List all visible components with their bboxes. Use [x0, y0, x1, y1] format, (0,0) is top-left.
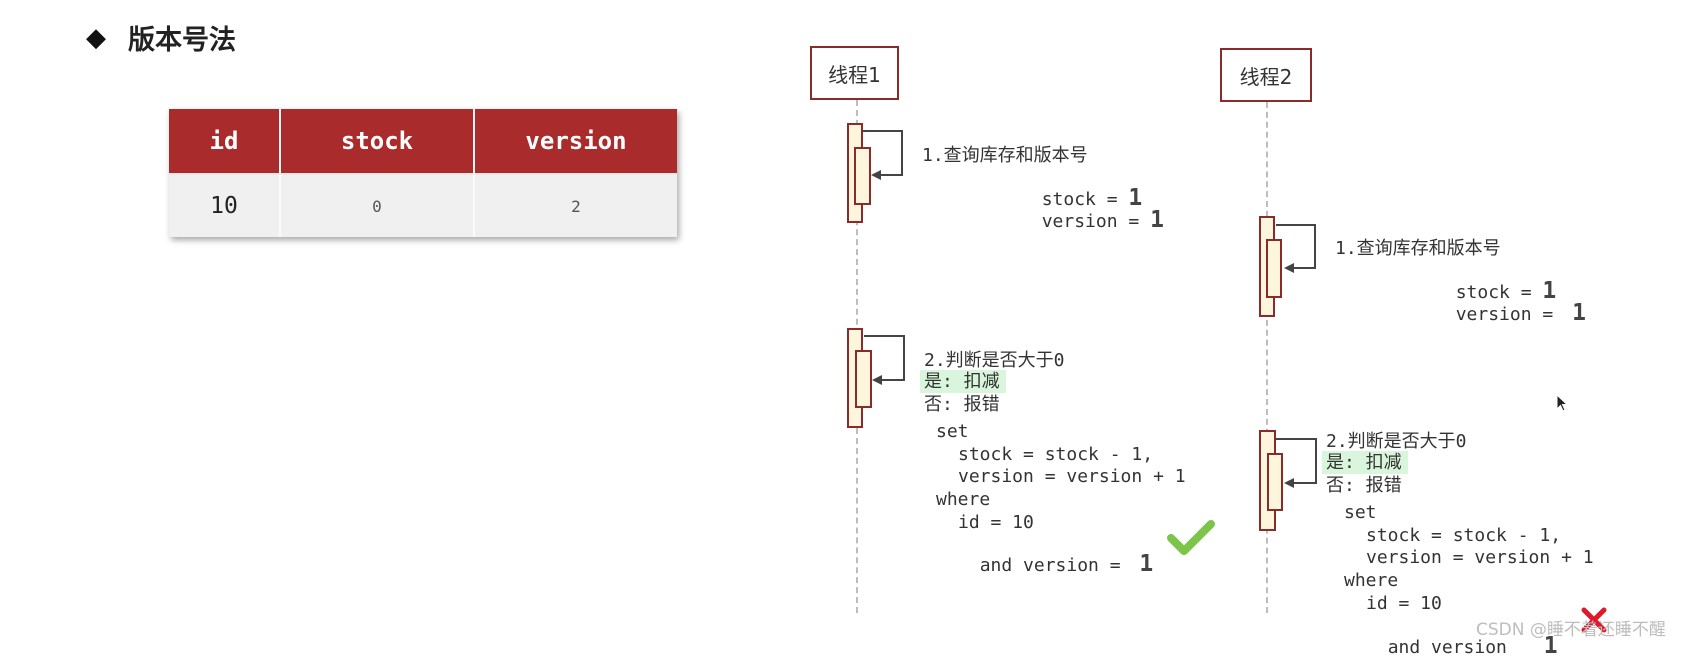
version-label: version = [1455, 304, 1565, 325]
stock-table: id stock version 10 0 2 [169, 109, 677, 237]
mouse-cursor-icon [1556, 394, 1569, 412]
thread1-label: 线程1 [828, 62, 881, 87]
thread1-sql-set: set [936, 421, 969, 442]
thread1-sql-version: version = version + 1 [958, 466, 1186, 487]
version-value: 1 [1150, 207, 1164, 233]
thread2-activation-1-inner [1266, 239, 1282, 298]
thread2-step2-yes: 是: 扣减 [1322, 451, 1408, 474]
thread2-step2-no: 否: 报错 [1326, 475, 1402, 496]
table-row: 10 0 2 [169, 173, 677, 237]
section-title: ◆ 版本号法 [86, 18, 236, 57]
thread2-sql-version: version = version + 1 [1366, 547, 1594, 568]
column-header-stock: stock [280, 109, 475, 174]
thread2-sql-set: set [1344, 502, 1377, 523]
thread1-sql-where: where [936, 489, 991, 510]
thread1-activation-1-inner [854, 147, 871, 205]
cell-version: 2 [474, 173, 677, 237]
thread1-step1-title: 1.查询库存和版本号 [922, 145, 1088, 166]
thread1-sql-stock: stock = stock - 1, [958, 444, 1154, 465]
version-label: version = [1041, 211, 1151, 232]
self-call-arrows [863, 130, 1317, 488]
watermark-text: CSDN @睡不着还睡不醒 [1476, 620, 1666, 640]
thread2-sql-where: where [1344, 570, 1399, 591]
thread2-step2-title: 2.判断是否大于0 [1326, 431, 1467, 452]
and-version-value: 1 [1139, 551, 1154, 577]
thread1-sql-id: id = 10 [958, 512, 1034, 533]
stock-value: 1 [1128, 185, 1143, 211]
thread1-step1-version: version = 1 [1020, 191, 1164, 232]
thread2-activation-2-inner [1267, 453, 1283, 511]
section-title-text: 版本号法 [128, 25, 236, 56]
thread1-activation-2-inner [855, 350, 872, 408]
thread2-sql-id: id = 10 [1366, 593, 1442, 614]
column-header-version: version [474, 109, 677, 174]
thread2-label: 线程2 [1239, 64, 1293, 89]
thread2-step1-stock: stock = 1 [1434, 262, 1557, 304]
thread2-lifeline [1266, 102, 1268, 613]
thread1-step2-no: 否: 报错 [924, 394, 1000, 415]
thread1-sql-and-version: and version = 1 [958, 535, 1154, 577]
and-version-label: and version [1387, 637, 1518, 658]
thread2-lifeline-header: 线程2 [1220, 48, 1312, 102]
thread2-sql-stock: stock = stock - 1, [1366, 525, 1562, 546]
thread1-step1-stock: stock = 1 [1020, 169, 1143, 211]
version-value: 1 [1572, 300, 1586, 326]
thread1-step2-title: 2.判断是否大于0 [924, 350, 1065, 371]
and-version-label: and version = [979, 555, 1132, 576]
stock-label: stock = [1041, 189, 1129, 210]
column-header-id: id [169, 109, 281, 174]
thread1-step2-yes: 是: 扣减 [920, 370, 1006, 393]
cell-id: 10 [169, 173, 281, 237]
cell-stock: 0 [280, 173, 475, 237]
yes-highlight: 是: 扣减 [920, 370, 1006, 393]
diamond-bullet-icon: ◆ [86, 22, 106, 53]
check-icon [1167, 520, 1215, 555]
stock-label: stock = [1455, 282, 1543, 303]
thread2-step1-title: 1.查询库存和版本号 [1335, 238, 1501, 259]
thread1-lifeline-header: 线程1 [810, 46, 899, 100]
yes-highlight: 是: 扣减 [1322, 451, 1408, 474]
stock-value: 1 [1542, 278, 1557, 304]
thread2-step1-version: version = 1 [1434, 284, 1586, 325]
cross-icon [1581, 607, 1607, 633]
